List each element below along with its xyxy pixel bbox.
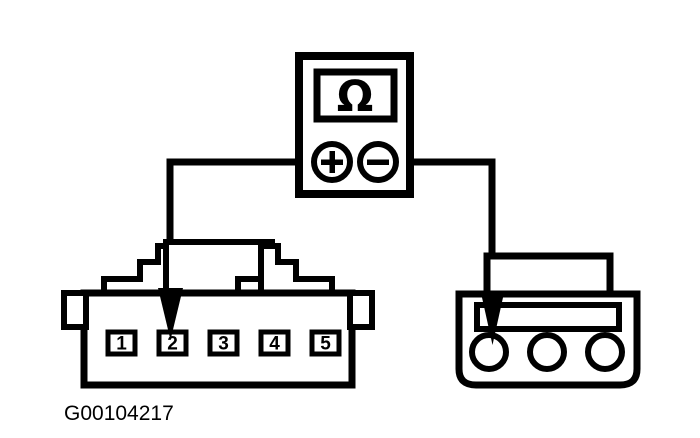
meter-display bbox=[313, 68, 398, 123]
cavity-2[interactable] bbox=[527, 332, 567, 372]
negative-terminal[interactable] bbox=[357, 141, 399, 183]
positive-probe-arrowhead bbox=[158, 288, 183, 340]
plus-horizontal-bar bbox=[321, 159, 343, 165]
pin-cavity-1-label: 1 bbox=[116, 334, 127, 355]
pin-cavity-5-label: 5 bbox=[320, 334, 331, 355]
pin-cavity-3-label: 3 bbox=[218, 334, 229, 355]
pin-cavity-5-box bbox=[309, 329, 342, 357]
figure-id-label: G00104217 bbox=[64, 402, 174, 425]
positive-terminal[interactable] bbox=[311, 141, 353, 183]
pin-cavity-4[interactable]: 4 bbox=[258, 329, 291, 357]
pin-cavity-2-label: 2 bbox=[167, 334, 178, 355]
latch-step-right bbox=[258, 243, 335, 298]
pin-cavity-4-box bbox=[258, 329, 291, 357]
pin-cavity-1[interactable]: 1 bbox=[105, 329, 138, 357]
pin-cavity-2[interactable]: 2 bbox=[156, 329, 189, 357]
minus-bar bbox=[367, 159, 389, 165]
pin-cavity-4-label: 4 bbox=[269, 334, 280, 355]
ohmmeter: Ω bbox=[295, 52, 414, 198]
connector-slot bbox=[474, 302, 622, 332]
pin-cavity-1-box bbox=[105, 329, 138, 357]
side-tab-right bbox=[347, 290, 375, 330]
pin-cavity-2-box bbox=[156, 329, 189, 357]
pin-cavity-5[interactable]: 5 bbox=[309, 329, 342, 357]
cavity-3[interactable] bbox=[585, 332, 625, 372]
pin-cavity-3-box bbox=[207, 329, 240, 357]
cavity-1[interactable] bbox=[469, 332, 509, 372]
three-cavity-connector[interactable] bbox=[455, 252, 641, 389]
side-tab-left bbox=[61, 290, 89, 330]
negative-probe-arrowhead bbox=[481, 293, 504, 345]
pin-cavity-3[interactable]: 3 bbox=[207, 329, 240, 357]
ohm-symbol: Ω bbox=[337, 72, 374, 122]
five-pin-connector[interactable]: 1 2 3 4 5 bbox=[61, 239, 375, 389]
pin-row: 1 2 3 4 5 bbox=[105, 329, 342, 357]
